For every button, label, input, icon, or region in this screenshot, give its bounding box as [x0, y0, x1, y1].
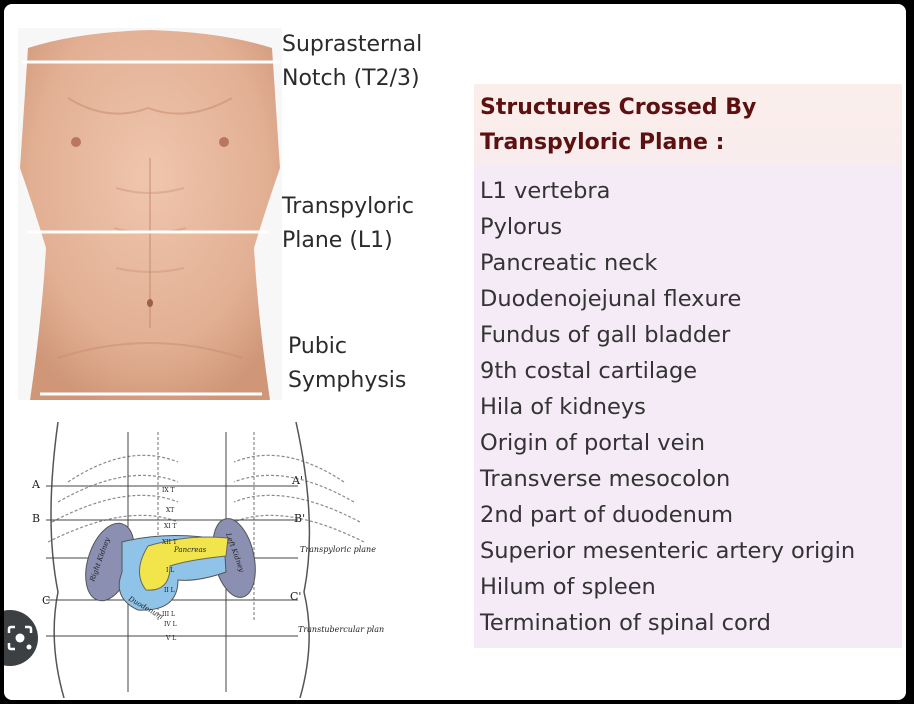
abdominal-planes-diagram: A B C A' B' C' Right Kidney Left Kidney … — [28, 422, 384, 698]
panel-header: Structures Crossed By Transpyloric Plane… — [474, 84, 902, 166]
list-item: Fundus of gall bladder — [480, 322, 731, 348]
pancreas-shape — [139, 536, 229, 591]
torso-photo — [18, 28, 282, 400]
vertebra-label-9: V L — [165, 635, 176, 642]
list-item: 2nd part of duodenum — [480, 502, 734, 528]
list-item: Hila of kidneys — [480, 394, 646, 420]
suprasternal-notch-label: Suprasternal Notch (T2/3) — [282, 32, 423, 91]
transtubercular-plane-note: Transtubercular plane — [298, 625, 384, 634]
vertebra-label-6: II L — [164, 587, 175, 594]
plane-letter-b-prime: B' — [294, 512, 305, 525]
list-item: Termination of spinal cord — [480, 610, 771, 636]
plane-letter-a-prime: A' — [291, 474, 303, 487]
list-item: Superior mesenteric artery origin — [480, 538, 856, 564]
structures-panel: Structures Crossed By Transpyloric Plane… — [474, 84, 902, 648]
list-item: Origin of portal vein — [480, 430, 705, 456]
list-item: Duodenojejunal flexure — [480, 286, 742, 312]
list-item: Pylorus — [480, 214, 563, 240]
vertebra-label-5: I L — [166, 567, 174, 574]
vertebra-label-3: XI T — [164, 523, 177, 530]
vertebra-label-4: XII T — [162, 539, 177, 546]
slide-frame: Suprasternal Notch (T2/3) Transpyloric P… — [4, 4, 906, 700]
plane-letter-b: B — [32, 512, 40, 525]
list-item: Transverse mesocolon — [480, 466, 731, 492]
list-item: 9th costal cartilage — [480, 358, 698, 384]
transpyloric-plane-label: Transpyloric Plane (L1) — [282, 194, 414, 253]
plane-letter-a: A — [31, 478, 41, 491]
list-item: Hilum of spleen — [480, 574, 656, 600]
plane-letter-c-prime: C' — [290, 590, 301, 603]
vertebra-label-2: XT — [166, 507, 174, 514]
vertebra-label-1: IX T — [162, 487, 175, 494]
transpyloric-plane-note: Transpyloric plane — [300, 545, 376, 554]
pancreas-label: Pancreas — [173, 546, 207, 554]
vertebra-label-7: III L — [162, 611, 175, 618]
camera-search-icon — [7, 625, 33, 651]
list-item: Pancreatic neck — [480, 250, 658, 276]
panel-title: Structures Crossed By Transpyloric Plane… — [480, 95, 757, 155]
pubic-symphysis-label: Pubic Symphysis — [288, 334, 407, 393]
structures-list: L1 vertebra Pylorus Pancreatic neck Duod… — [480, 173, 855, 641]
list-item: L1 vertebra — [480, 178, 611, 204]
vertebra-label-8: IV L — [164, 621, 177, 628]
plane-letter-c: C — [42, 594, 50, 607]
